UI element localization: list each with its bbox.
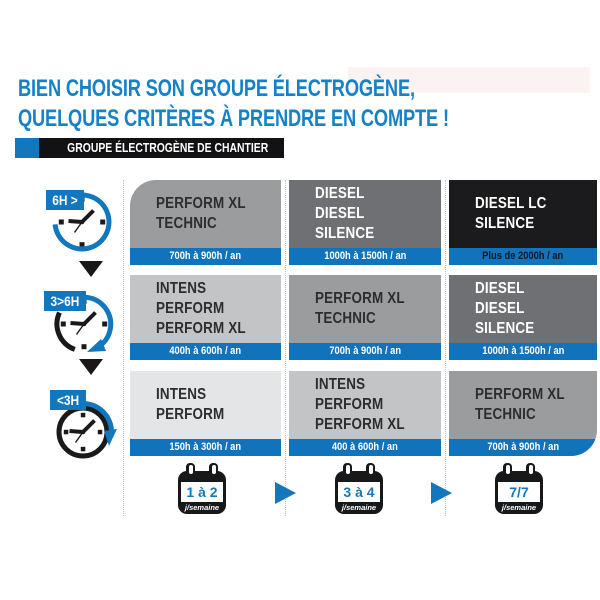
frequency-days: 1 à 2: [181, 482, 223, 502]
cell-products: PERFORM XL TECHNIC: [315, 290, 405, 327]
annual-hours-bar: Plus de 2000h / an: [449, 248, 597, 265]
frequency-days: 7/7: [498, 482, 540, 502]
calendar-ring: [343, 463, 352, 478]
matrix-cell: DIESEL DIESEL SILENCE 1000h à 1500h / an: [289, 180, 441, 265]
page-title: BIEN CHOISIR SON GROUPE ÉLECTROGÈNE, QUE…: [18, 74, 449, 134]
cell-products: DIESEL DIESEL SILENCE: [315, 185, 375, 242]
daily-usage-badge: 3>6H: [44, 291, 86, 311]
cell-products: DIESEL DIESEL SILENCE: [475, 280, 535, 337]
calendar-icon: 3 à 4 j/semaine: [335, 463, 383, 514]
cell-products: PERFORM XL TECHNIC: [156, 195, 246, 232]
calendar-ring: [366, 463, 375, 478]
frequency-unit: j/semaine: [501, 503, 537, 512]
cell-products: INTENS PERFORM PERFORM XL: [315, 376, 405, 433]
calendar-icon: 1 à 2 j/semaine: [178, 463, 226, 514]
cell-products: DIESEL LC SILENCE: [475, 195, 547, 232]
matrix-cell: DIESEL LC SILENCE Plus de 2000h / an: [449, 180, 597, 265]
column-separator: [123, 180, 124, 516]
matrix-cell: PERFORM XL TECHNIC 700h à 900h / an: [449, 371, 597, 456]
daily-usage-badge: 6H >: [46, 190, 84, 210]
cell-products: INTENS PERFORM: [156, 386, 225, 423]
calendar-ring: [186, 463, 195, 478]
calendar-ring: [209, 463, 218, 478]
matrix-cell: DIESEL DIESEL SILENCE 1000h à 1500h / an: [449, 275, 597, 360]
annual-hours-bar: 1000h à 1500h / an: [289, 248, 441, 265]
down-arrow-icon: [79, 261, 103, 277]
column-separator: [445, 180, 446, 516]
frequency-days: 3 à 4: [338, 482, 380, 502]
calendar-ring: [503, 463, 512, 478]
banner-label: GROUPE ÉLECTROGÈNE DE CHANTIER: [67, 140, 269, 155]
annual-hours-bar: 700h à 900h / an: [289, 343, 441, 360]
matrix-cell: INTENS PERFORM PERFORM XL 400 à 600h / a…: [289, 371, 441, 456]
title-highlight-box: [348, 67, 590, 93]
matrix-cell: INTENS PERFORM PERFORM XL 400h à 600h / …: [130, 275, 281, 360]
column-separator: [285, 180, 286, 516]
cell-products: INTENS PERFORM PERFORM XL: [156, 280, 246, 337]
matrix-cell: INTENS PERFORM 150h à 300h / an: [130, 371, 281, 456]
down-arrow-icon: [79, 359, 103, 375]
calendar-icon: 7/7 j/semaine: [495, 463, 543, 514]
matrix-cell: PERFORM XL TECHNIC 700h à 900h / an: [289, 275, 441, 360]
section-banner: GROUPE ÉLECTROGÈNE DE CHANTIER: [15, 138, 284, 158]
page-title-line1: BIEN CHOISIR SON GROUPE ÉLECTROGÈNE,: [18, 75, 415, 102]
right-arrow-icon: [275, 482, 296, 504]
daily-usage-badge: <3H: [50, 390, 86, 410]
annual-hours-bar: 400h à 600h / an: [130, 343, 281, 360]
right-arrow-icon: [431, 482, 452, 504]
annual-hours-bar: 1000h à 1500h / an: [449, 343, 597, 360]
calendar-ring: [526, 463, 535, 478]
page-title-line2: QUELQUES CRITÈRES À PRENDRE EN COMPTE !: [18, 105, 449, 132]
frequency-unit: j/semaine: [184, 503, 220, 512]
matrix-cell: PERFORM XL TECHNIC 700h à 900h / an: [130, 180, 281, 265]
cell-products: PERFORM XL TECHNIC: [475, 386, 565, 423]
banner-accent-square: [15, 138, 39, 158]
annual-hours-bar: 700h à 900h / an: [130, 248, 281, 265]
annual-hours-bar: 400 à 600h / an: [289, 439, 441, 456]
frequency-unit: j/semaine: [341, 503, 377, 512]
annual-hours-bar: 700h à 900h / an: [449, 439, 597, 456]
annual-hours-bar: 150h à 300h / an: [130, 439, 281, 456]
